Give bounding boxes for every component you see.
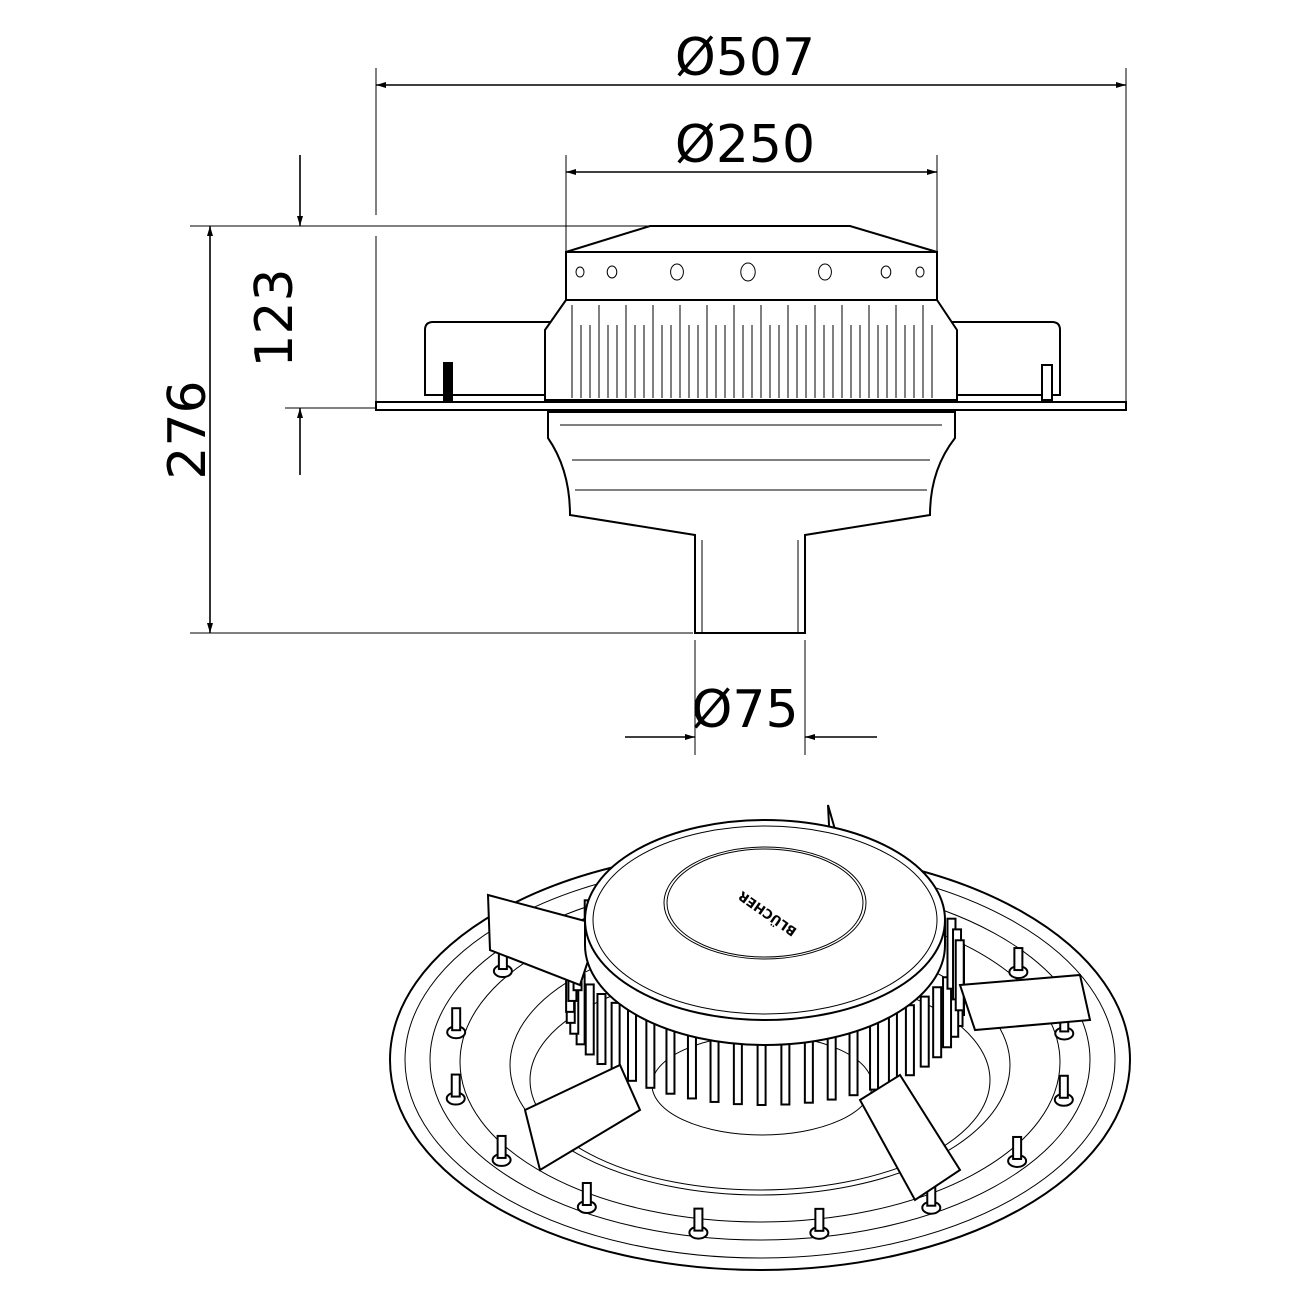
dim-total-height: 276 — [158, 380, 218, 479]
bolt-icon — [1007, 1135, 1028, 1168]
bolt-icon — [492, 946, 513, 979]
bolt-icon — [921, 1182, 942, 1215]
vent-hole — [740, 262, 756, 282]
vent-hole — [880, 265, 892, 279]
bolt-icon — [688, 1207, 709, 1240]
vent-hole — [915, 266, 925, 278]
dim-height-above-flange: 123 — [245, 268, 305, 367]
vent-hole — [670, 263, 684, 281]
vent-hole — [606, 265, 618, 279]
perspective-view: BLÜCHER — [389, 804, 1131, 1271]
bolt-icon — [1008, 947, 1029, 980]
dimension-lines — [207, 82, 1126, 740]
dim-outlet-diameter: Ø75 — [691, 680, 798, 740]
dim-outer-diameter: Ø507 — [675, 28, 815, 88]
bolt-icon — [445, 1073, 466, 1106]
vent-hole — [818, 263, 832, 281]
side-view: Ø507 Ø250 Ø75 276 123 — [158, 28, 1127, 755]
bolt-icon — [446, 1007, 467, 1040]
bolt-icon — [576, 1182, 597, 1215]
drain-side-body — [375, 225, 1127, 634]
bolt-icon — [1053, 1074, 1074, 1107]
dim-cap-diameter: Ø250 — [675, 115, 815, 175]
vent-hole — [575, 266, 585, 278]
gravel-guard-brackets — [486, 804, 1092, 1202]
bolt-icon — [491, 1134, 512, 1167]
bolt-icon — [809, 1207, 830, 1240]
